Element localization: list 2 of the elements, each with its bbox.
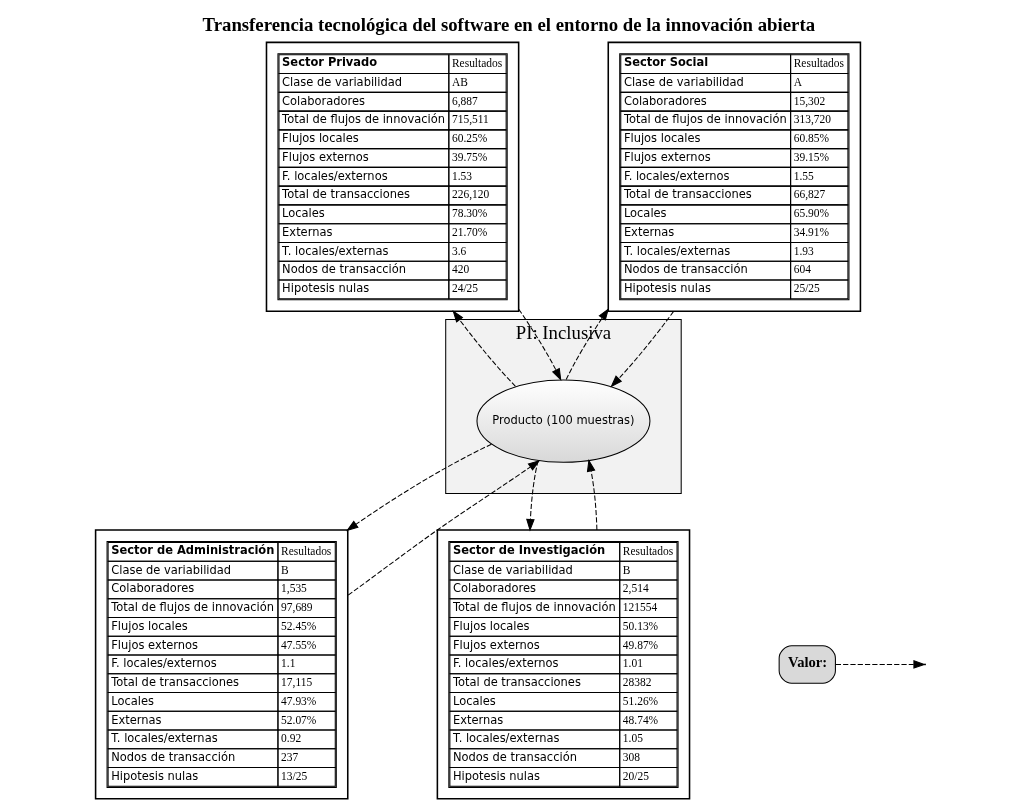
legend-label: Valor: [788,653,828,670]
diagram-title: Transferencia tecnológica del software en el entorno de la innovación abierta [202,13,816,35]
